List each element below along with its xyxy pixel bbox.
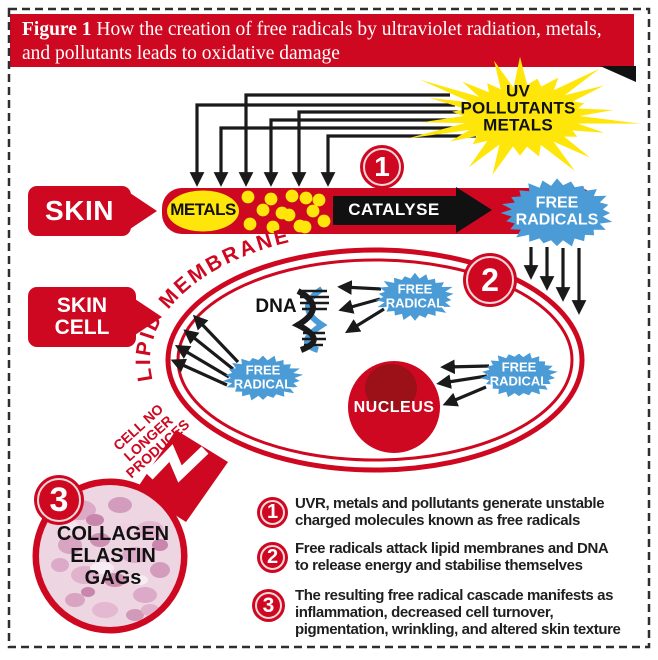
figure-label: Figure 1 xyxy=(22,19,92,40)
free-radical-burst-dna xyxy=(375,272,454,321)
metals-ellipse xyxy=(167,190,239,232)
figure-title-bar: Figure 1 How the creation of free radica… xyxy=(10,14,634,67)
free-radicals-entry-arrows xyxy=(523,247,587,315)
dna-attack-arrows xyxy=(337,280,385,334)
catalyse-arrow xyxy=(333,187,492,233)
title-bar-fold-icon xyxy=(600,66,636,82)
dashed-border xyxy=(7,7,651,649)
uv-source-arrows xyxy=(189,93,476,187)
nucleus-attack-arrows xyxy=(436,359,490,407)
free-radical-burst-nucleus xyxy=(480,352,558,398)
figure-caption: How the creation of free radicals by ult… xyxy=(22,19,602,64)
nucleus-circle xyxy=(348,361,440,453)
free-radical-burst-membrane xyxy=(222,355,304,401)
dna-helix-icon xyxy=(291,286,329,353)
free-radicals-burst xyxy=(500,178,613,247)
membrane-attack-arrows xyxy=(170,314,240,387)
free-radical-dots xyxy=(241,189,331,234)
uv-starburst xyxy=(407,56,641,175)
